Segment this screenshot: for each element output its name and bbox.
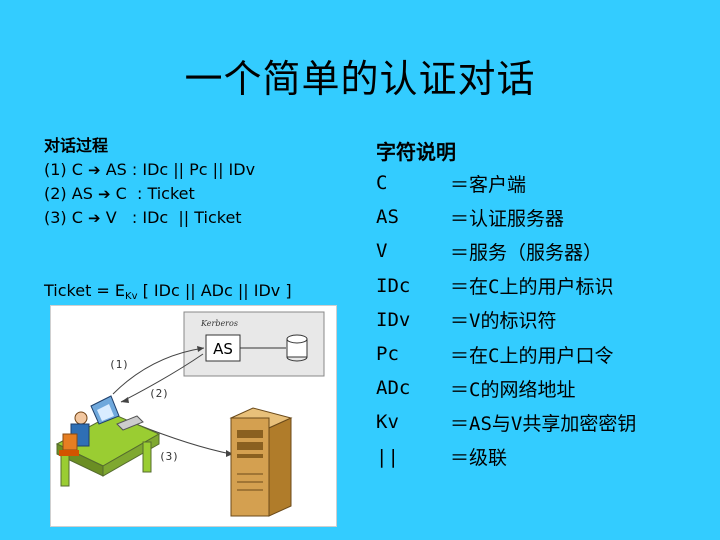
glossary-desc: ＝AS与V共享加密密钥 bbox=[450, 412, 637, 435]
glossary-item: IDc ＝在C上的用户标识 bbox=[376, 269, 636, 303]
glossary-desc: ＝级联 bbox=[450, 447, 508, 470]
glossary-term: Kv bbox=[376, 411, 399, 434]
arrow-right-icon: ➔ bbox=[88, 209, 101, 227]
glossary-header: 字符说明 bbox=[376, 140, 456, 164]
glossary-term: C bbox=[376, 172, 388, 195]
glossary-term: || bbox=[376, 445, 399, 468]
step-1-from: (1) C bbox=[44, 160, 83, 179]
dialog-step-3: (3) C ➔ V : IDc || Ticket bbox=[44, 206, 255, 230]
glossary-item: V ＝服务（服务器） bbox=[376, 234, 636, 268]
glossary-term: V bbox=[376, 240, 388, 263]
dialog-section: 对话过程 (1) C ➔ AS : IDc || Pc || IDv (2) A… bbox=[44, 134, 255, 230]
dialog-step-1: (1) C ➔ AS : IDc || Pc || IDv bbox=[44, 158, 255, 182]
step-1-label: (1) bbox=[109, 358, 129, 371]
glossary-desc: ＝V的标识符 bbox=[450, 310, 557, 333]
glossary-term: IDv bbox=[376, 308, 411, 331]
kerberos-label: Kerberos bbox=[200, 319, 238, 328]
server-tower-icon bbox=[229, 407, 293, 517]
glossary-term: IDc bbox=[376, 274, 411, 297]
glossary-term: ADc bbox=[376, 377, 411, 400]
step-3-label: (3) bbox=[159, 450, 179, 463]
ticket-formula: Ticket = EKv [ IDc || ADc || IDv ] bbox=[44, 281, 292, 302]
glossary-desc: ＝C的网络地址 bbox=[450, 378, 576, 401]
ticket-suffix: [ IDc || ADc || IDv ] bbox=[137, 281, 292, 300]
arrowhead-3 bbox=[226, 450, 233, 457]
step-2-from: (2) AS bbox=[44, 184, 93, 203]
glossary-item: || ＝级联 bbox=[376, 440, 636, 474]
glossary-list: C ＝客户端 AS ＝认证服务器 V ＝服务（服务器） IDc ＝在C上的用户标识 ID… bbox=[376, 166, 636, 474]
kerberos-server-box: Kerberos AS bbox=[183, 311, 325, 377]
arrow-right-icon: ➔ bbox=[88, 161, 101, 179]
dialog-header: 对话过程 bbox=[44, 136, 109, 155]
as-label: AS bbox=[213, 340, 233, 358]
step-2-to: C : Ticket bbox=[115, 184, 195, 203]
step-3-from: (3) C bbox=[44, 208, 83, 227]
as-box bbox=[205, 334, 241, 362]
arrowhead-1 bbox=[197, 346, 204, 352]
step-3-to: V : IDc || Ticket bbox=[105, 208, 242, 227]
step-1-to: AS : IDc || Pc || IDv bbox=[105, 160, 256, 179]
glossary-item: C ＝客户端 bbox=[376, 166, 636, 200]
glossary-term: AS bbox=[376, 206, 399, 229]
step-2-label: (2) bbox=[149, 387, 169, 400]
arrow-step-2 bbox=[120, 353, 204, 403]
arrow-right-icon: ➔ bbox=[97, 185, 111, 203]
glossary-item: IDv ＝V的标识符 bbox=[376, 303, 636, 337]
glossary-desc: ＝在C上的用户标识 bbox=[450, 276, 614, 299]
ticket-prefix: Ticket = E bbox=[44, 281, 126, 300]
kerberos-diagram: Kerberos AS (1) (2) (3) bbox=[50, 305, 337, 527]
glossary-item: ADc ＝C的网络地址 bbox=[376, 371, 636, 405]
slide-title: 一个简单的认证对话 bbox=[184, 57, 536, 101]
arrow-step-1 bbox=[112, 347, 205, 395]
glossary-item: AS ＝认证服务器 bbox=[376, 200, 636, 234]
glossary-term: Pc bbox=[376, 343, 399, 366]
kerberos-diagram-svg: Kerberos AS (1) (2) (3) bbox=[55, 311, 325, 517]
arrowhead-2 bbox=[121, 397, 129, 403]
glossary-item: Pc ＝在C上的用户口令 bbox=[376, 337, 636, 371]
glossary-desc: ＝客户端 bbox=[450, 173, 527, 196]
dialog-step-2: (2) AS ➔ C : Ticket bbox=[44, 182, 255, 206]
glossary-desc: ＝在C上的用户口令 bbox=[450, 344, 614, 367]
glossary-desc: ＝服务（服务器） bbox=[450, 241, 603, 264]
client-workstation-icon bbox=[55, 395, 161, 487]
database-icon bbox=[286, 334, 308, 362]
glossary-item: Kv ＝AS与V共享加密密钥 bbox=[376, 405, 636, 439]
glossary-desc: ＝认证服务器 bbox=[450, 207, 565, 230]
ticket-key-subscript: Kv bbox=[125, 291, 138, 302]
